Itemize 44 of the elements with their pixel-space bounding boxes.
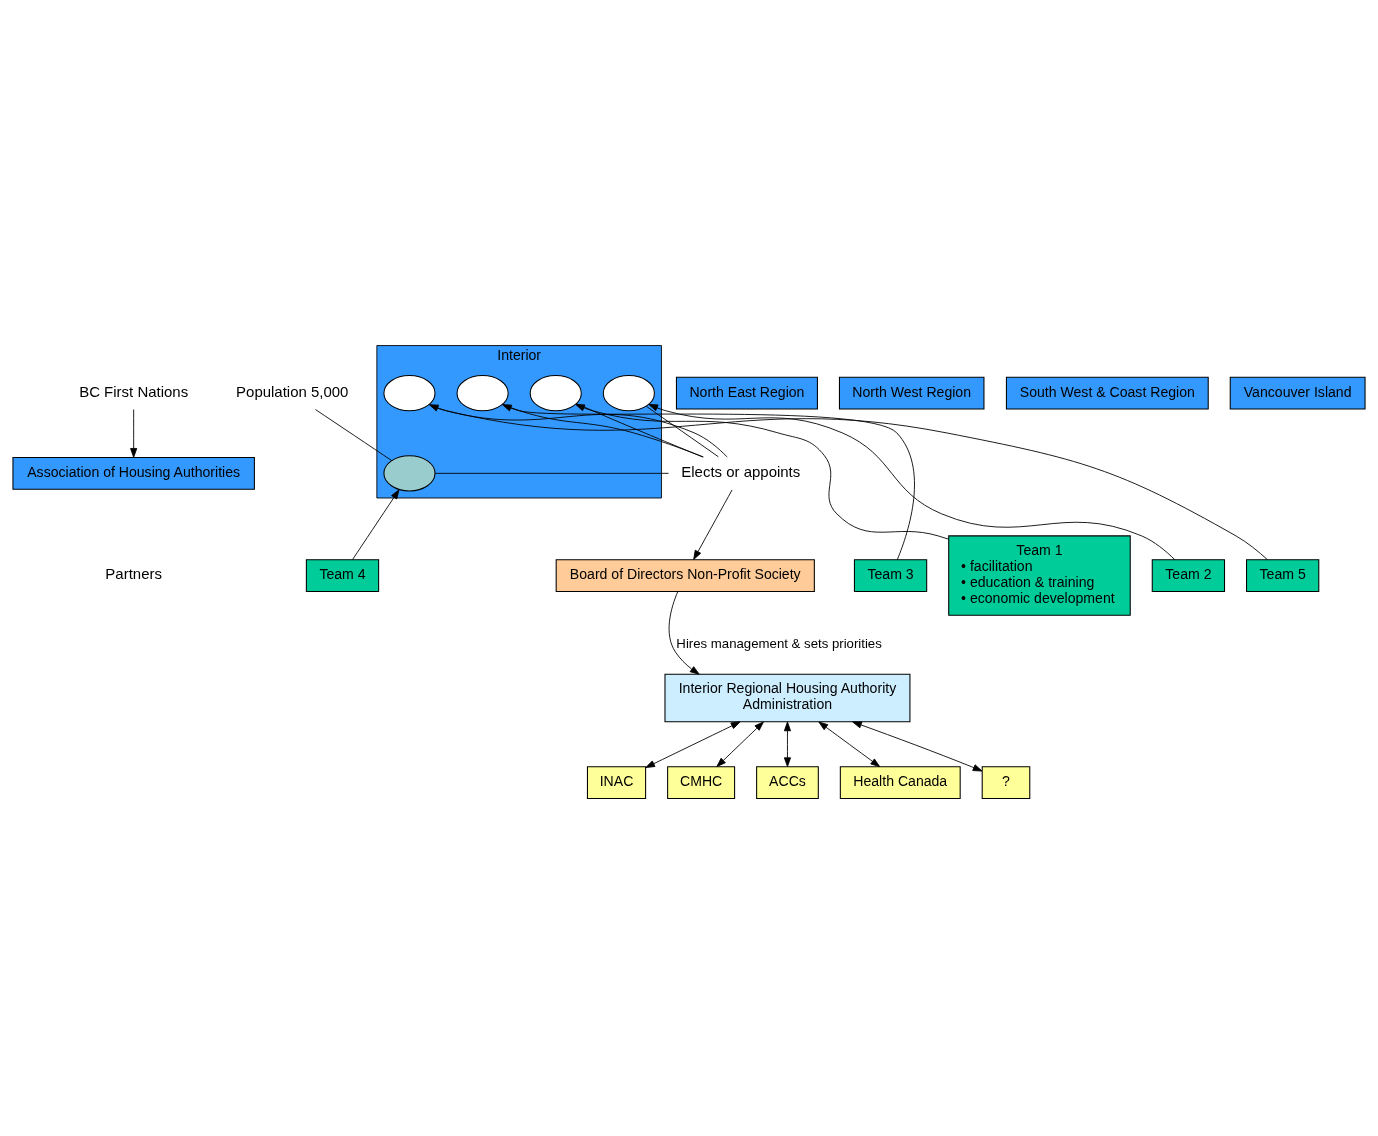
arrow <box>852 720 983 772</box>
node-box: Team 1 • facilitation • education & training • economic development <box>948 534 1131 616</box>
arrow <box>716 721 764 767</box>
node-ellipse <box>456 374 509 411</box>
node-box: Board of Directors Non-Profit Society <box>555 558 815 592</box>
node-box: North East Region <box>675 376 818 410</box>
node-box: Health Canada <box>839 765 961 799</box>
node-box: South West & Coast Region <box>1005 376 1209 410</box>
node-box: Team 3 <box>853 558 928 592</box>
arrow <box>668 590 700 675</box>
node-box: ACCs <box>756 765 819 799</box>
node-ellipse <box>529 374 582 411</box>
arrow <box>352 488 400 560</box>
connector <box>502 403 704 457</box>
node-box: Vancouver Island <box>1229 376 1366 410</box>
node-ellipse <box>383 454 436 491</box>
connector <box>428 403 728 457</box>
node-text: Population 5,000 <box>236 382 349 400</box>
arrow <box>645 720 741 768</box>
arrow <box>575 403 949 540</box>
node-box: North West Region <box>838 376 985 410</box>
arrow <box>818 721 881 767</box>
node-box: Team 2 <box>1151 558 1226 592</box>
node-box: INAC <box>586 765 647 799</box>
arrow <box>130 408 138 458</box>
arrow <box>783 721 791 767</box>
node-box: Team 4 <box>305 558 380 592</box>
node-box: Team 5 <box>1246 558 1320 592</box>
node-box: ? <box>981 765 1031 799</box>
node-text: Elects or appoints <box>681 462 801 480</box>
node-ellipse <box>383 374 436 411</box>
arrow <box>428 403 1268 560</box>
connector <box>434 472 669 474</box>
edge-label: Hires management & sets priorities <box>676 635 882 651</box>
node-text: BC First Nations <box>79 382 189 400</box>
connector <box>645 405 719 457</box>
arrow <box>693 488 733 560</box>
label: Partners <box>105 564 162 582</box>
node-ellipse <box>602 374 655 411</box>
arrow <box>648 403 1176 560</box>
node-box: Association of Housing Authorities <box>12 456 255 490</box>
arrow <box>502 403 915 560</box>
node-box: CMHC <box>667 765 736 799</box>
node-box: Interior Regional Housing Authority Administration <box>664 673 911 722</box>
